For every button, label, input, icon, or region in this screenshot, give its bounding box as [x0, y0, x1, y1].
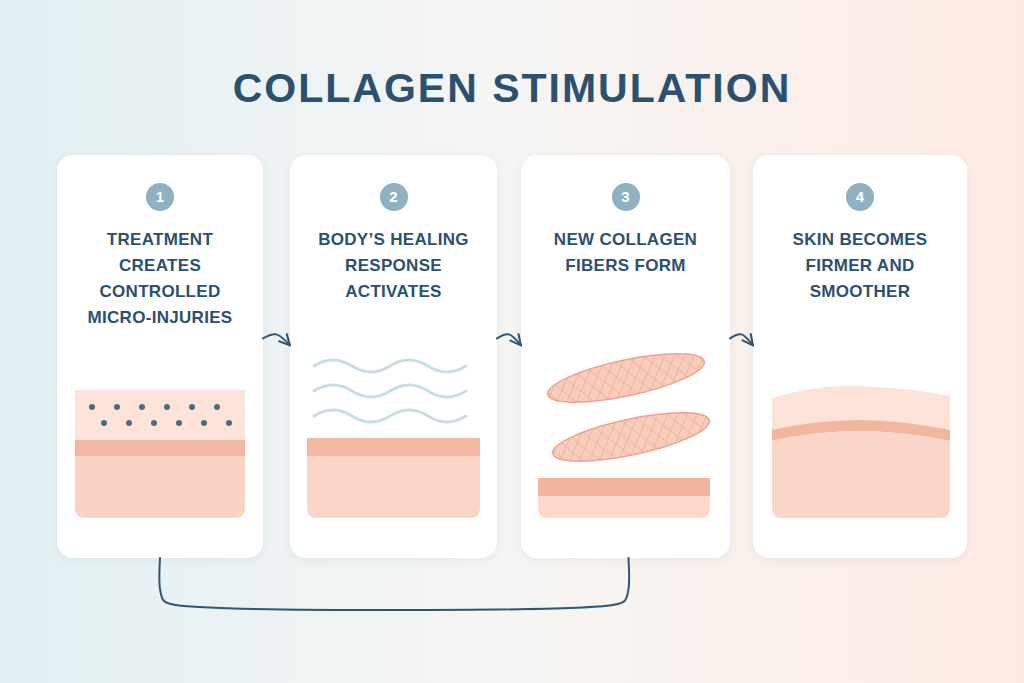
step-card: SKIN BECOMES FIRMER AND SMOOTHER 4 [753, 155, 967, 558]
step-heading: NEW COLLAGEN FIBERS FORM [536, 227, 716, 279]
collagen-fiber [549, 403, 713, 471]
skin-illustration [75, 390, 245, 518]
skin-layer [772, 386, 950, 430]
step-number: 3 [612, 183, 640, 211]
flow-arrow [497, 334, 521, 345]
skin-layer [307, 456, 480, 518]
step-number: 4 [846, 183, 874, 211]
badge-circle [380, 183, 408, 211]
step-heading: TREATMENT CREATES CONTROLLED MICRO-INJUR… [70, 227, 250, 331]
step-number-badge: 2 [380, 183, 408, 211]
micro-injury-dots [89, 404, 232, 426]
step-number: 2 [380, 183, 408, 211]
connector-line [159, 558, 629, 610]
collagen-fiber [544, 344, 708, 412]
badge-circle [612, 183, 640, 211]
badge-circle [146, 183, 174, 211]
collagen-illustration [538, 344, 713, 518]
skin-layer [307, 438, 480, 456]
firm-skin-illustration [772, 386, 950, 518]
skin-layer [772, 431, 950, 518]
step-number-badge: 1 [146, 183, 174, 211]
flow-arrow [263, 334, 290, 345]
step-card: BODY’S HEALING RESPONSE ACTIVATES 2 [290, 155, 497, 558]
step-heading: BODY’S HEALING RESPONSE ACTIVATES [304, 227, 484, 305]
badge-circle [846, 183, 874, 211]
step-number-badge: 3 [612, 183, 640, 211]
skin-layer [538, 478, 710, 496]
step-heading: SKIN BECOMES FIRMER AND SMOOTHER [770, 227, 950, 305]
diagram-title: COLLAGEN STIMULATION [0, 64, 1024, 112]
skin-layer [75, 390, 245, 440]
step-number-badge: 4 [846, 183, 874, 211]
step-card: TREATMENT CREATES CONTROLLED MICRO-INJUR… [57, 155, 263, 558]
step-card: NEW COLLAGEN FIBERS FORM 3 [521, 155, 730, 558]
healing-waves [314, 360, 466, 422]
skin-layer [772, 420, 950, 441]
skin-layer [75, 440, 245, 456]
skin-layer [538, 496, 710, 518]
flow-arrow [730, 334, 753, 345]
step-number: 1 [146, 183, 174, 211]
skin-layer [75, 456, 245, 518]
healing-illustration [307, 360, 480, 518]
